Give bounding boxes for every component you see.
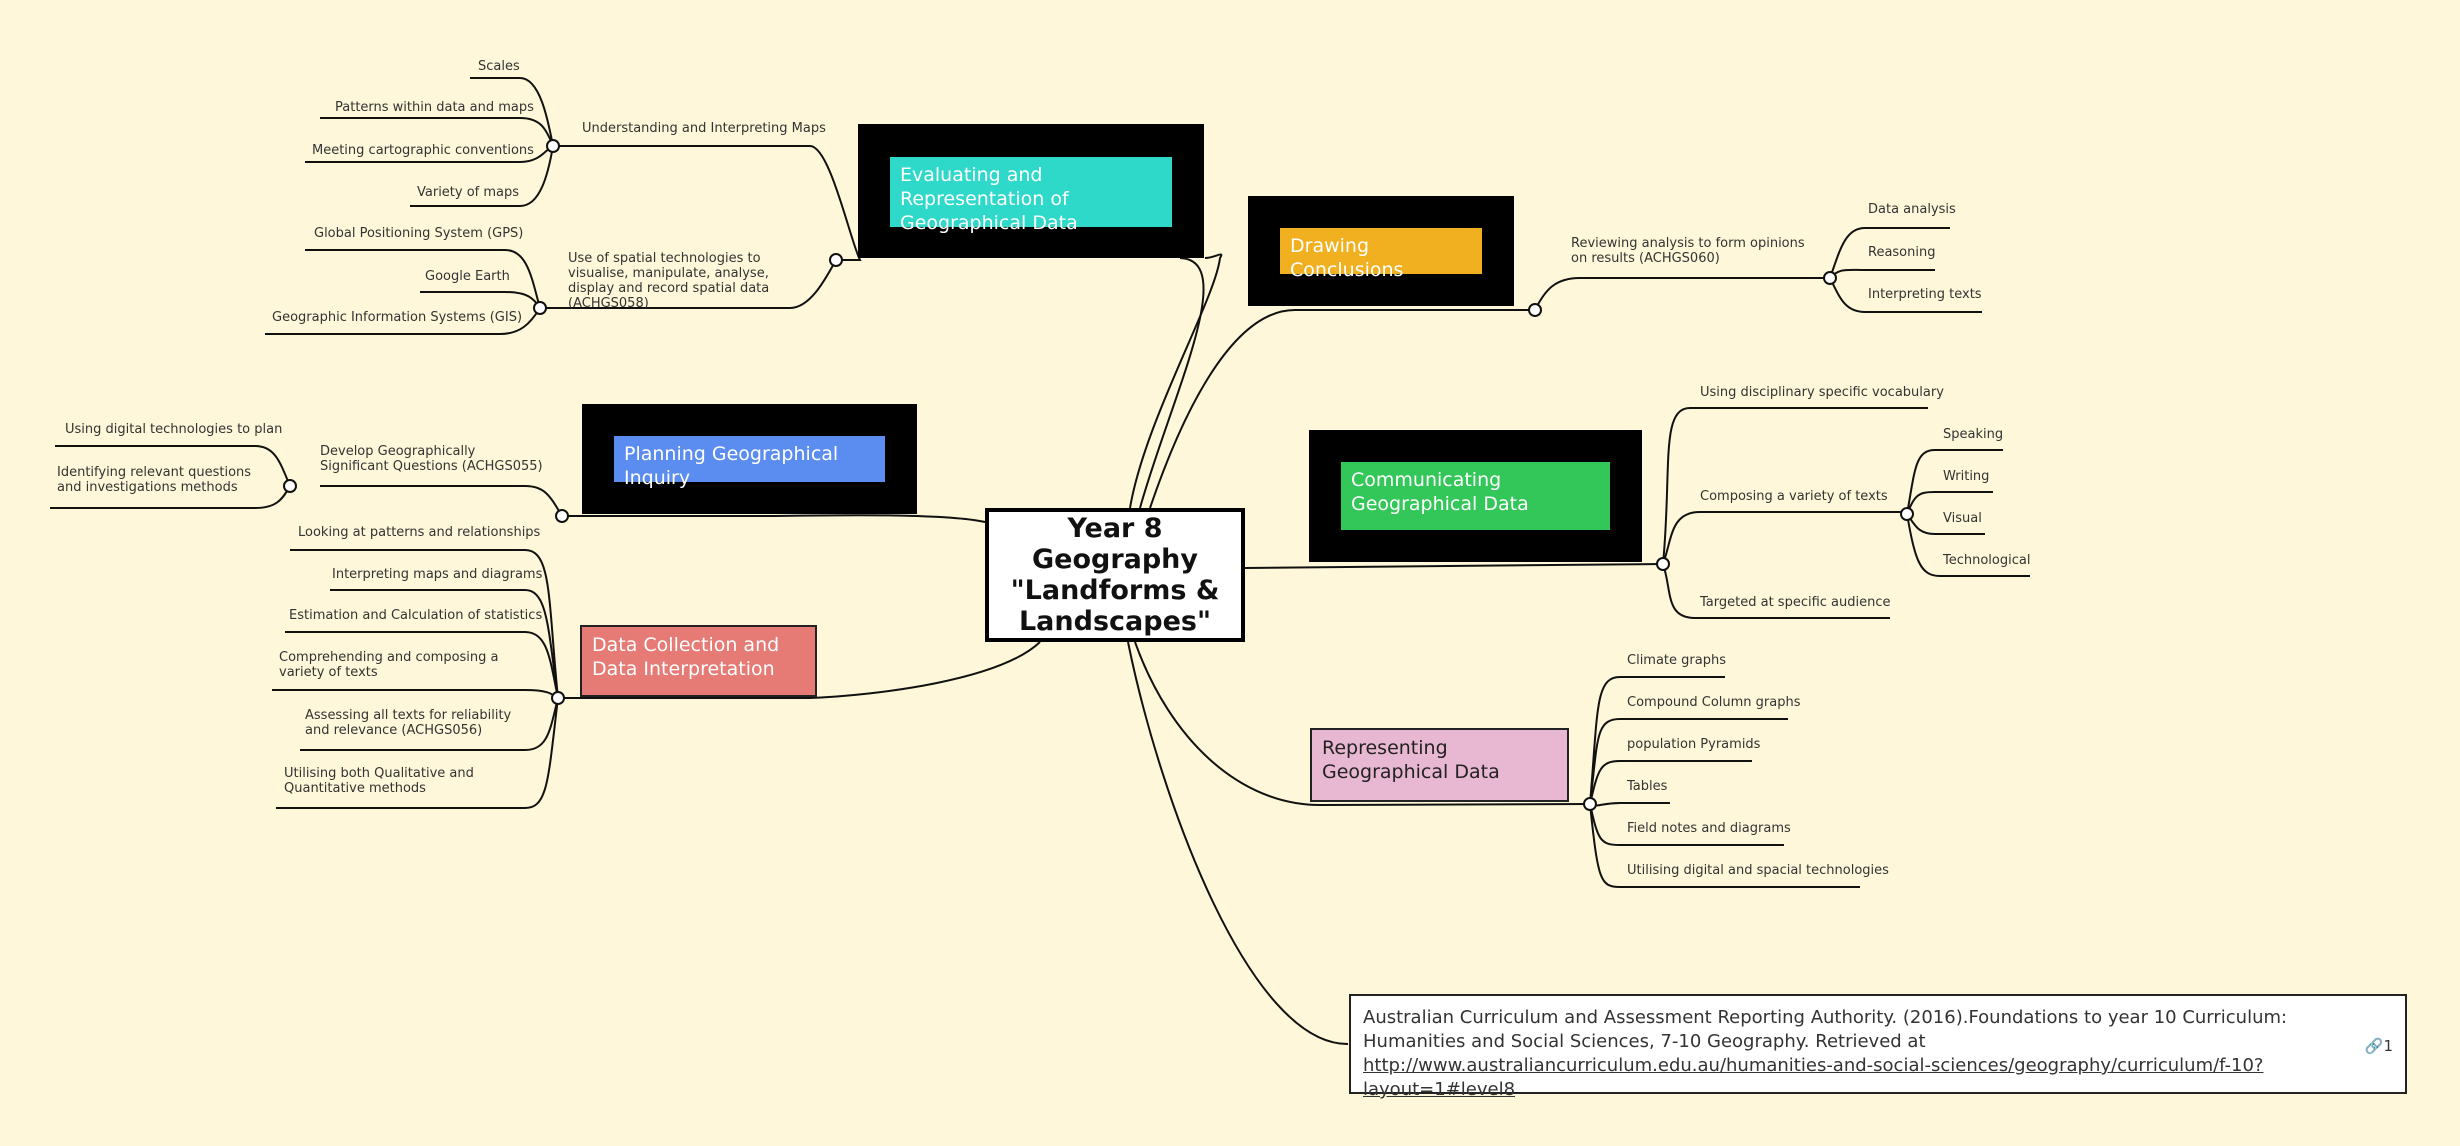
item-interpreting-texts[interactable]: Interpreting texts: [1868, 287, 1982, 302]
collection-topic[interactable]: Data Collection and Data Interpretation: [580, 625, 817, 697]
item-visual[interactable]: Visual: [1943, 511, 1982, 526]
node-planning: [555, 509, 569, 523]
central-line-3: Landscapes": [1018, 606, 1212, 637]
reference-text: Australian Curriculum and Assessment Rep…: [1363, 1007, 2288, 1052]
subtopic-composing-texts[interactable]: Composing a variety of texts: [1700, 489, 1888, 504]
node-drawing: [1528, 303, 1542, 317]
connector-central-planning: [562, 514, 986, 523]
subtopic-disciplinary-vocabulary[interactable]: Using disciplinary specific vocabulary: [1700, 385, 1944, 400]
subtopic-understanding-maps[interactable]: Understanding and Interpreting Maps: [582, 121, 826, 136]
item-data-analysis[interactable]: Data analysis: [1868, 202, 1956, 217]
item-google-earth[interactable]: Google Earth: [425, 269, 510, 284]
item-patterns-data-maps[interactable]: Patterns within data and maps: [335, 100, 534, 115]
connector-central-collection: [558, 641, 1041, 699]
item-comprehending-texts[interactable]: Comprehending and composing a variety of…: [279, 650, 499, 680]
subtopic-targeted-audience[interactable]: Targeted at specific audience: [1700, 595, 1891, 610]
item-technological[interactable]: Technological: [1943, 553, 2031, 568]
item-field-notes[interactable]: Field notes and diagrams: [1627, 821, 1791, 836]
item-reasoning[interactable]: Reasoning: [1868, 245, 1936, 260]
subtopic-spatial-technologies[interactable]: Use of spatial technologies to visualise…: [568, 251, 770, 311]
item-speaking[interactable]: Speaking: [1943, 427, 2004, 442]
central-line-1: Year 8 Geography: [1031, 513, 1199, 575]
item-qualitative-quantitative[interactable]: Utilising both Qualitative and Quantitat…: [284, 766, 474, 796]
item-scales[interactable]: Scales: [478, 59, 520, 74]
node-collection: [551, 691, 565, 705]
node-representing: [1583, 797, 1597, 811]
drawing-topic[interactable]: Drawing Conclusions: [1280, 228, 1482, 281]
connector-central-evaluating: [1139, 257, 1205, 509]
item-assessing-texts[interactable]: Assessing all texts for reliability and …: [305, 708, 512, 738]
item-relevant-questions[interactable]: Identifying relevant questions and inves…: [57, 465, 252, 495]
connector-central-reference: [1127, 641, 1349, 1046]
connector-central-drawing: [1149, 309, 1535, 509]
item-compound-column[interactable]: Compound Column graphs: [1627, 695, 1801, 710]
item-digital-technologies-plan[interactable]: Using digital technologies to plan: [65, 422, 283, 437]
item-interpreting-maps-diagrams[interactable]: Interpreting maps and diagrams: [332, 567, 543, 582]
node-maps: [546, 139, 560, 153]
node-composing: [1900, 507, 1914, 521]
reference-note[interactable]: Australian Curriculum and Assessment Rep…: [1349, 994, 2407, 1100]
reference-url-link[interactable]: http://www.australiancurriculum.edu.au/h…: [1363, 1055, 2264, 1100]
item-variety-maps[interactable]: Variety of maps: [417, 185, 520, 200]
subtopic-reviewing-analysis[interactable]: Reviewing analysis to form opinions on r…: [1571, 236, 1805, 266]
connector-central-evaluating-b: [1129, 253, 1223, 509]
evaluating-topic[interactable]: Evaluating and Representation of Geograp…: [890, 157, 1172, 234]
planning-topic[interactable]: Planning Geographical Inquiry: [614, 436, 885, 489]
representing-topic[interactable]: Representing Geographical Data: [1310, 728, 1569, 802]
item-climate-graphs[interactable]: Climate graphs: [1627, 653, 1726, 668]
link-count: 1: [2383, 1037, 2393, 1055]
node-questions: [283, 479, 297, 493]
item-tables[interactable]: Tables: [1627, 779, 1668, 794]
central-line-2: "Landforms &: [1010, 575, 1220, 606]
node-reviewing: [1823, 271, 1837, 285]
item-patterns-relationships[interactable]: Looking at patterns and relationships: [298, 525, 541, 540]
node-evaluating: [829, 253, 843, 267]
central-topic[interactable]: Year 8 Geography "Landforms & Landscapes…: [985, 508, 1245, 642]
item-digital-spacial[interactable]: Utilising digital and spacial technologi…: [1627, 863, 1889, 878]
item-gps[interactable]: Global Positioning System (GPS): [314, 226, 524, 241]
item-cartographic-conventions[interactable]: Meeting cartographic conventions: [312, 143, 534, 158]
node-spatial: [533, 301, 547, 315]
item-gis[interactable]: Geographic Information Systems (GIS): [272, 310, 523, 325]
item-population-pyramids[interactable]: population Pyramids: [1627, 737, 1761, 752]
item-writing[interactable]: Writing: [1943, 469, 1990, 484]
subtopic-develop-questions[interactable]: Develop Geographically Significant Quest…: [320, 444, 543, 474]
link-icon[interactable]: 🔗1: [2364, 1037, 2393, 1055]
connector-central-communicating: [1244, 563, 1661, 569]
item-statistics[interactable]: Estimation and Calculation of statistics: [289, 608, 543, 623]
communicating-topic[interactable]: Communicating Geographical Data: [1341, 462, 1610, 530]
node-communicating: [1656, 557, 1670, 571]
connector-central-representing: [1134, 641, 1591, 807]
